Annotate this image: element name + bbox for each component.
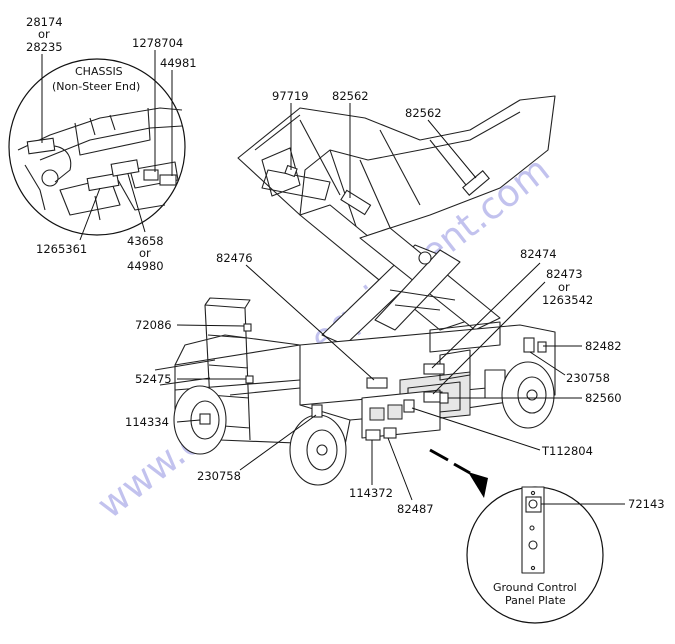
panel-caption-line1: Ground Control <box>493 581 577 594</box>
label-1265361: 1265361 <box>36 242 87 256</box>
panel-caption-line2: Panel Plate <box>505 594 566 607</box>
label-230758-b: 230758 <box>197 469 241 483</box>
label-82562-a: 82562 <box>332 89 369 103</box>
label-82476: 82476 <box>216 251 253 265</box>
label-28174-or: or <box>38 27 50 41</box>
label-T112804: T112804 <box>541 444 593 458</box>
label-43658: 43658 <box>127 234 164 248</box>
label-1263542: 1263542 <box>542 293 593 307</box>
label-82473-or: or <box>558 280 570 294</box>
wheel-rear-right <box>501 361 555 429</box>
scissor-lift-drawing <box>154 95 556 498</box>
ground-control-panel-inset: Ground Control Panel Plate <box>466 486 625 624</box>
label-52475: 52475 <box>135 372 172 386</box>
label-72143: 72143 <box>628 497 665 511</box>
label-1278704: 1278704 <box>132 36 183 50</box>
chassis-title-line2: (Non-Steer End) <box>52 80 140 93</box>
wheel-front-left <box>289 414 347 486</box>
label-82473: 82473 <box>546 267 583 281</box>
label-82560: 82560 <box>585 391 622 405</box>
label-114334: 114334 <box>125 415 169 429</box>
chassis-title-line1: CHASSIS <box>75 65 123 78</box>
leader-lines <box>176 103 582 501</box>
label-82487: 82487 <box>397 502 434 516</box>
label-72086: 72086 <box>135 318 172 332</box>
label-28235: 28235 <box>26 40 63 54</box>
label-97719: 97719 <box>272 89 309 103</box>
label-28174: 28174 <box>26 15 63 29</box>
label-82482: 82482 <box>585 339 622 353</box>
label-114372: 114372 <box>349 486 393 500</box>
label-230758-a: 230758 <box>566 371 610 385</box>
label-82562-b: 82562 <box>405 106 442 120</box>
chassis-inset: CHASSIS (Non-Steer End) <box>8 50 186 241</box>
label-43658-or: or <box>139 246 151 260</box>
label-82474: 82474 <box>520 247 557 261</box>
decal-markers <box>199 164 547 441</box>
label-44981: 44981 <box>160 56 197 70</box>
label-44980: 44980 <box>127 259 164 273</box>
